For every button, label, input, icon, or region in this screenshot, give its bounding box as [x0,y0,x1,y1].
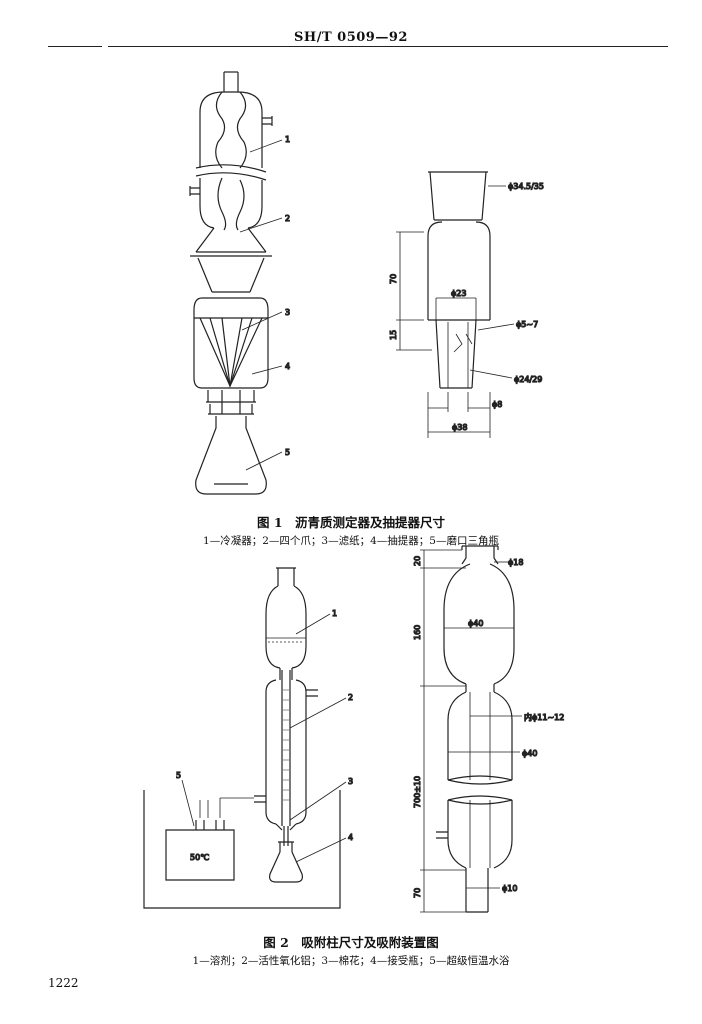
fig1-dim-height-body: 70 [389,274,398,284]
fig2-dim-inner-diam: 内ϕ11~12 [524,712,564,722]
fig1-dim-inner-diam: ϕ23 [451,289,466,298]
fig2-callout-5: 5 [176,771,181,780]
fig2-dim-top-height: 20 [413,556,422,566]
fig2-dim-bulb-height: 160 [413,625,422,640]
fig2-dim-bulb-diam: ϕ40 [468,619,483,628]
fig2-bath-temp: 50℃ [190,853,209,862]
page-number: 1222 [48,976,79,990]
fig2-callout-4: 4 [348,833,353,842]
fig1-dim-bottom-joint: ϕ24/29 [514,375,542,384]
fig2-dim-tip-diam: ϕ10 [502,884,517,893]
fig1-callout-5: 5 [285,448,290,457]
fig2-callout-2: 2 [348,693,353,702]
fig2-dim-tip-height: 70 [413,888,422,898]
standard-code: SH/T 0509—92 [294,30,408,45]
figure1-apparatus [189,71,283,495]
fig2-dim-column-height: 700±10 [413,776,422,808]
fig1-dim-outer-diam: ϕ38 [452,423,467,432]
fig2-dim-jacket-diam: ϕ40 [522,749,537,758]
figure1-legend: 1—冷凝器；2—四个爪；3—滤纸；4—抽提器；5—磨口三角瓶 [203,535,499,547]
fig2-callout-3: 3 [348,777,353,786]
fig1-callout-4: 4 [285,362,290,371]
figure2-setup [143,567,347,909]
fig2-dim-top-diam: ϕ18 [508,558,523,567]
fig1-dim-hole-diam: ϕ5~7 [516,320,538,329]
figure2-legend: 1—溶剂；2—活性氧化铝；3—棉花；4—接受瓶；5—超级恒温水浴 [192,955,510,967]
fig1-dim-height-neck: 15 [389,330,398,340]
fig1-callout-2: 2 [285,214,290,223]
fig1-callout-3: 3 [285,308,290,317]
header-rule-left [48,46,102,47]
fig2-callout-1: 1 [332,609,337,618]
figure2-caption: 图 2 吸附柱尺寸及吸附装置图 [263,935,439,950]
fig1-dim-top-joint: ϕ34.5/35 [508,182,544,191]
fig1-callout-1: 1 [285,135,290,144]
fig1-dim-tube-diam: ϕ8 [492,400,502,409]
figure2-column-diagram [420,545,522,913]
figure1-extractor-diagram [396,171,515,438]
figure1-caption: 图 1 沥青质测定器及抽提器尺寸 [256,515,446,530]
header-rule [108,46,668,47]
